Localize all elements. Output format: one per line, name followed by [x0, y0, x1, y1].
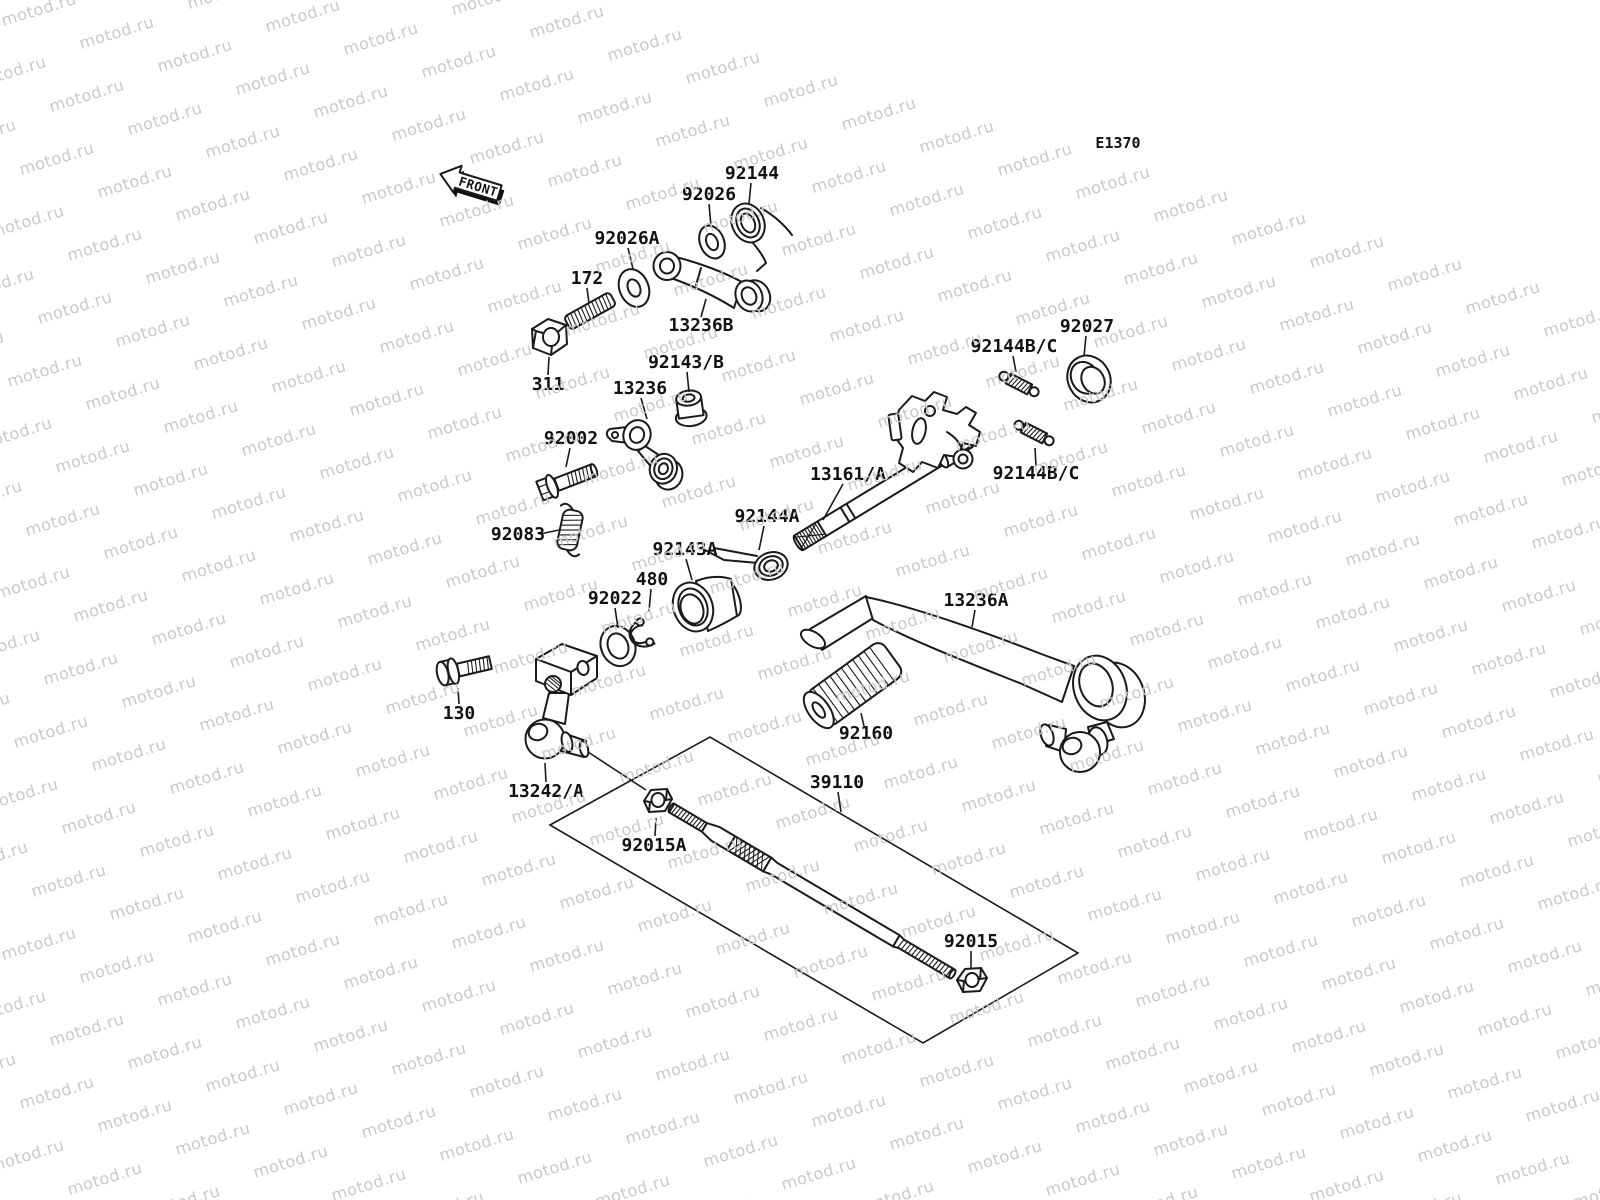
part-label-13236A[interactable]: 13236A	[943, 590, 1008, 611]
part-drawing-bolt-92002	[535, 463, 599, 502]
part-drawing-spring-92144BC-upper	[998, 370, 1040, 398]
part-drawing-shift-rod-39110	[667, 802, 957, 980]
part-label-13236B[interactable]: 13236B	[668, 315, 733, 336]
part-label-39110[interactable]: 39110	[810, 772, 864, 793]
part-label-130[interactable]: 130	[443, 703, 476, 724]
part-label-92002[interactable]: 92002	[544, 428, 598, 449]
part-label-92027[interactable]: 92027	[1060, 316, 1114, 337]
part-drawing-spring-92083	[556, 502, 584, 558]
part-label-92015A[interactable]: 92015A	[621, 835, 686, 856]
part-drawing-stud-172	[564, 292, 616, 330]
part-drawing-lever-13236B	[652, 251, 772, 313]
part-drawing-circlip-480	[628, 617, 656, 648]
part-drawing-ring-92027	[1066, 354, 1112, 404]
part-drawing-nut-92015	[956, 967, 988, 993]
reference-parallelogram	[548, 736, 1080, 1044]
part-drawing-washer-92026	[698, 224, 726, 260]
part-drawing-nut-92015A	[643, 788, 673, 813]
part-label-92160[interactable]: 92160	[839, 723, 893, 744]
part-drawing-bolt-130	[435, 655, 493, 687]
part-label-13236[interactable]: 13236	[613, 378, 667, 399]
part-drawing-nut-311	[531, 318, 568, 356]
part-label-92144BC-lower[interactable]: 92144B/C	[993, 463, 1080, 484]
part-drawing-pedal-13236A	[799, 595, 1146, 773]
part-drawing-bushing-92143A	[671, 575, 742, 633]
part-label-172[interactable]: 172	[571, 268, 604, 289]
part-label-480[interactable]: 480	[636, 569, 669, 590]
part-label-92144BC-upper[interactable]: 92144B/C	[971, 336, 1058, 357]
part-label-13242A[interactable]: 13242/A	[508, 781, 584, 802]
part-labels: 92144 92026 92026A 172 13236B 311 92143/…	[443, 163, 1114, 952]
front-arrow: FRONT	[439, 164, 505, 206]
part-drawing-clamp-lever-13242A	[524, 643, 647, 791]
part-drawing-spring-92144	[730, 202, 793, 272]
fiche-code: E1370	[1095, 134, 1140, 152]
part-label-13161A[interactable]: 13161/A	[810, 464, 886, 485]
part-drawing-washer-92022	[599, 624, 637, 668]
part-drawing-link-13236	[605, 419, 684, 491]
part-label-92026A[interactable]: 92026A	[594, 228, 659, 249]
leader-lines	[457, 182, 1087, 968]
part-drawing-footpeg-rubber-92160	[802, 642, 903, 730]
part-label-92022[interactable]: 92022	[588, 588, 642, 609]
part-label-92015[interactable]: 92015	[944, 931, 998, 952]
part-drawing-collar-92143B	[674, 389, 708, 428]
part-drawing-shift-shaft-13161A	[792, 391, 981, 552]
part-label-92083[interactable]: 92083	[491, 524, 545, 545]
part-drawing-spring-92144A	[704, 547, 789, 581]
part-label-92144[interactable]: 92144	[725, 163, 779, 184]
part-label-92143A[interactable]: 92143A	[652, 539, 717, 560]
part-label-92143B[interactable]: 92143/B	[648, 352, 724, 373]
part-drawing-washer-92026A	[617, 268, 651, 308]
part-label-92026[interactable]: 92026	[682, 184, 736, 205]
part-label-92144A[interactable]: 92144A	[734, 506, 799, 527]
part-drawing-spring-92144BC-lower	[1013, 419, 1055, 447]
part-label-311[interactable]: 311	[532, 374, 565, 395]
